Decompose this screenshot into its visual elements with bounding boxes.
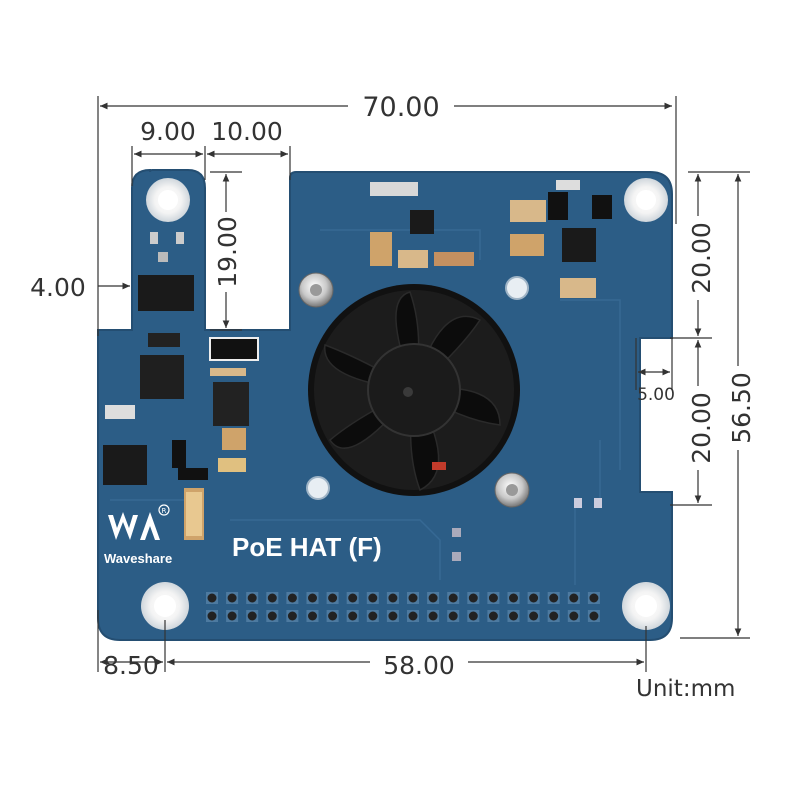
gpio-pin — [267, 593, 277, 603]
gpio-pin — [287, 593, 297, 603]
gpio-pin — [428, 593, 438, 603]
gpio-pin — [468, 593, 478, 603]
gpio-pin — [368, 611, 378, 621]
gpio-pin — [529, 611, 539, 621]
board-title: PoE HAT (F) — [232, 532, 382, 562]
gpio-pin — [488, 593, 498, 603]
gpio-pin — [569, 593, 579, 603]
dim-hole-offset-x: 8.50 — [103, 651, 159, 680]
gpio-pin — [328, 593, 338, 603]
dim-total-height: 56.50 — [727, 372, 756, 444]
components — [103, 180, 612, 561]
gpio-pin — [549, 611, 559, 621]
gpio-pin — [227, 611, 237, 621]
brand-name: Waveshare — [104, 551, 172, 566]
gpio-pin — [408, 593, 418, 603]
svg-text:R: R — [162, 507, 167, 515]
gpio-pin — [408, 611, 418, 621]
gpio-pin — [348, 611, 358, 621]
gpio-pin — [529, 593, 539, 603]
gpio-pin — [509, 611, 518, 621]
gpio-pin — [287, 611, 297, 621]
unit-label: Unit:mm — [636, 676, 735, 702]
gpio-pin — [227, 593, 237, 603]
gpio-pin — [247, 611, 257, 621]
gpio-pin — [207, 593, 217, 603]
gpio-pin — [488, 611, 498, 621]
gpio-pin — [448, 611, 458, 621]
dim-hole-spacing-x: 58.00 — [383, 651, 455, 680]
gpio-pin — [468, 611, 478, 621]
gpio-pin — [368, 593, 378, 603]
gpio-pin — [328, 611, 338, 621]
gpio-pin — [448, 593, 458, 603]
gpio-pin — [308, 593, 317, 603]
gpio-pin — [428, 611, 438, 621]
gpio-pin — [247, 593, 257, 603]
dim-tab-offset: 4.00 — [30, 273, 86, 302]
gpio-pin — [267, 611, 277, 621]
cooling-fan — [308, 284, 520, 496]
gpio-pin — [589, 593, 599, 603]
dim-lower-hole-spacing: 20.00 — [687, 392, 716, 464]
waveshare-logo: R — [108, 504, 170, 540]
dim-total-width: 70.00 — [362, 92, 439, 123]
dim-side-notch-depth: 5.00 — [637, 385, 675, 405]
gpio-pin — [348, 593, 358, 603]
gpio-pin — [388, 593, 398, 603]
dim-notch-width: 10.00 — [211, 117, 283, 146]
dim-notch-depth: 19.00 — [213, 216, 242, 288]
gpio-pin — [569, 611, 579, 621]
gpio-header — [206, 592, 600, 622]
gpio-pin — [308, 611, 317, 621]
gpio-pin — [549, 593, 559, 603]
dimension-lines — [97, 96, 750, 672]
dim-tab-width: 9.00 — [140, 117, 196, 146]
gpio-pin — [388, 611, 398, 621]
pcb-board: R Waveshare PoE HAT (F) — [97, 168, 673, 641]
dim-upper-hole-spacing: 20.00 — [687, 222, 716, 294]
gpio-pin — [207, 611, 217, 621]
gpio-pin — [589, 611, 599, 621]
gpio-pin — [509, 593, 518, 603]
